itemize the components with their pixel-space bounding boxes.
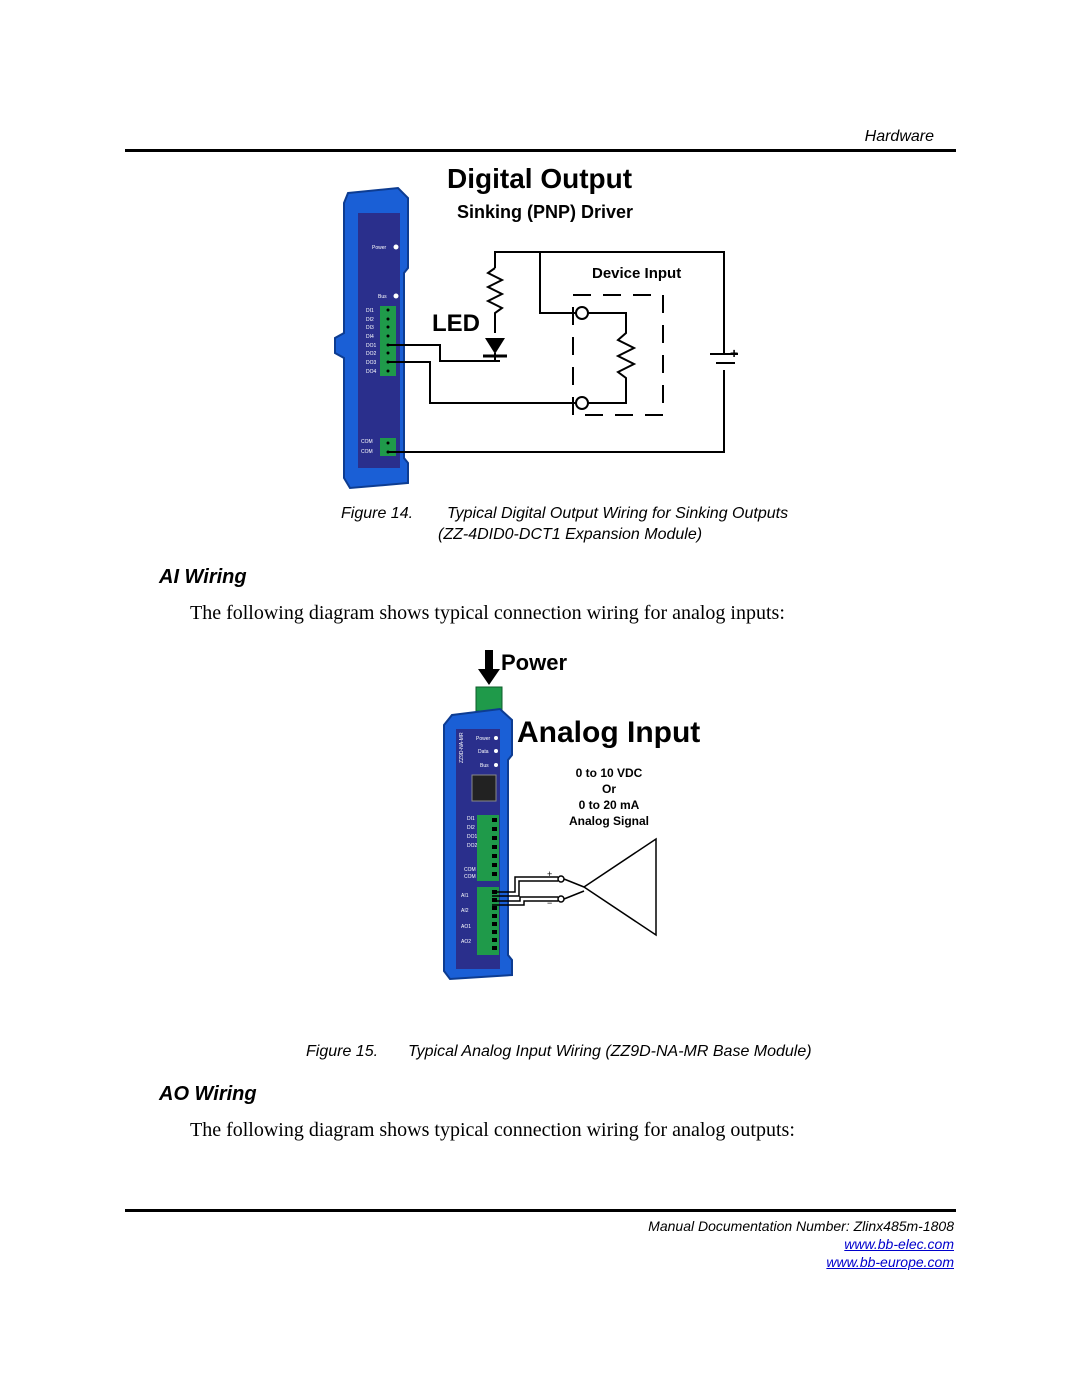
digital-output-diagram: Digital Output Sinking (PNP) Driver Powe… (334, 163, 738, 490)
led-label: LED (432, 310, 480, 337)
module-label: Bus (480, 763, 489, 769)
ao-wiring-paragraph: The following diagram shows typical conn… (190, 1119, 795, 1141)
figure-15-caption: Figure 15. Typical Analog Input Wiring (Z… (306, 1043, 812, 1061)
device-input-box (572, 294, 664, 416)
module-label: DO3 (366, 360, 377, 366)
module-label: DI2 (366, 317, 374, 323)
terminal-block (380, 306, 396, 376)
module-label: DO1 (467, 834, 478, 840)
module-label: DI1 (366, 308, 374, 314)
footer-rule (125, 1209, 956, 1212)
module-label: DI3 (366, 325, 374, 331)
module-label: DI4 (366, 334, 374, 340)
device-input-label: Device Input (592, 265, 681, 282)
module-label: DO2 (366, 351, 377, 357)
module-label: Power (372, 245, 387, 251)
module-label: DI1 (467, 816, 475, 822)
figure-14-caption: Figure 14. Typical Digital Output Wiring … (341, 505, 788, 523)
analog-input-title: Analog Input (517, 716, 700, 749)
module-side-label: ZZ9D-NA-MR (459, 732, 465, 763)
terminal-block (477, 887, 499, 955)
diagram-subtitle: Sinking (PNP) Driver (457, 202, 633, 222)
power-connector (475, 686, 503, 712)
module-label: COM (464, 874, 476, 880)
amplifier-symbol (582, 837, 657, 937)
svg-text:+: + (730, 345, 738, 361)
signal-line: Analog Signal (569, 814, 649, 828)
link-bb-elec[interactable]: www.bb-elec.com (844, 1236, 954, 1252)
link-bb-europe[interactable]: www.bb-europe.com (826, 1254, 954, 1270)
footer-block: Manual Documentation Number: Zlinx485m-1… (648, 1217, 954, 1271)
power-label: Power (501, 650, 567, 675)
module-label: AO1 (461, 924, 471, 930)
module-label: AI2 (461, 908, 469, 914)
module-label: DO2 (467, 843, 478, 849)
plus-sign: + (547, 869, 552, 879)
ai-wiring-heading: AI Wiring (159, 566, 247, 588)
caption-text: Typical Digital Output Wiring for Sinkin… (447, 505, 789, 522)
signal-line: 0 to 10 VDC (576, 766, 643, 780)
doc-number: Manual Documentation Number: Zlinx485m-1… (648, 1218, 954, 1234)
module-label: Bus (378, 294, 387, 300)
caption-number: Figure 15. (306, 1043, 379, 1060)
signal-line: 0 to 20 mA (579, 798, 640, 812)
module-label: AO2 (461, 939, 471, 945)
module-label: AI1 (461, 893, 469, 899)
header-rule (125, 149, 956, 152)
module-label: COM (361, 439, 373, 445)
minus-sign: − (547, 898, 552, 908)
module-label: DI2 (467, 825, 475, 831)
caption-text: Typical Analog Input Wiring (ZZ9D-NA-MR … (408, 1043, 812, 1060)
figure-14-caption-line2: (ZZ-4DID0-DCT1 Expansion Module) (438, 526, 703, 543)
signal-line: Or (602, 782, 616, 796)
diagram-title: Digital Output (447, 163, 632, 194)
module-label: Power (476, 736, 491, 742)
rj45-port (471, 774, 497, 802)
caption-number: Figure 14. (341, 505, 414, 522)
ai-wiring-paragraph: The following diagram shows typical conn… (190, 602, 785, 624)
module-label: DO4 (366, 369, 377, 375)
running-header: Hardware (864, 128, 934, 145)
ao-wiring-heading: AO Wiring (159, 1083, 257, 1105)
module-label: COM (361, 449, 373, 455)
module-label: Data (478, 749, 489, 755)
analog-input-diagram: Power Analog Input ZZ9D-NA-MR Power Data… (443, 650, 700, 981)
module-label: DO1 (366, 343, 377, 349)
module-label: COM (464, 867, 476, 873)
